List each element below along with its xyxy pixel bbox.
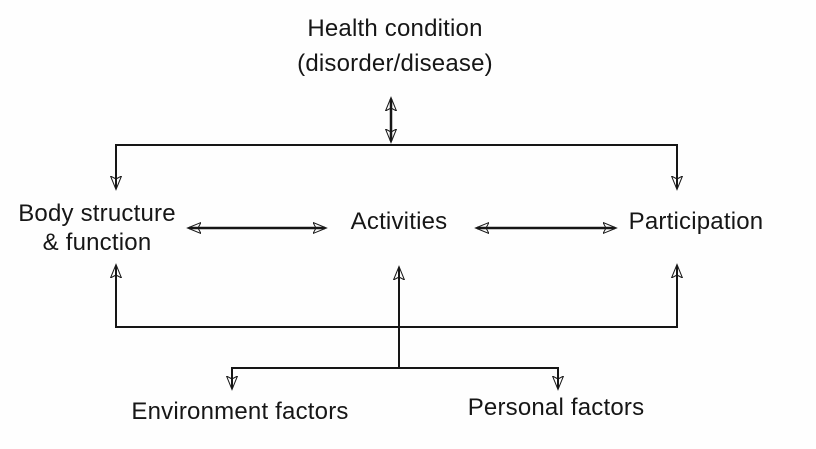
activities-label: Activities — [350, 208, 448, 235]
health-condition-line1: Health condition — [307, 15, 483, 42]
environment-factors-label: Environment factors — [131, 398, 349, 425]
body-structure-function-label: Body structure & function — [18, 199, 176, 257]
health-condition-line2: (disorder/disease) — [297, 50, 493, 77]
body-structure-line1: Body structure — [18, 200, 176, 227]
body-structure-line2: & function — [42, 229, 152, 256]
participation-label: Participation — [628, 208, 764, 235]
personal-factors-label: Personal factors — [467, 394, 645, 421]
health-condition-label: Health condition (disorder/disease) — [297, 11, 493, 81]
